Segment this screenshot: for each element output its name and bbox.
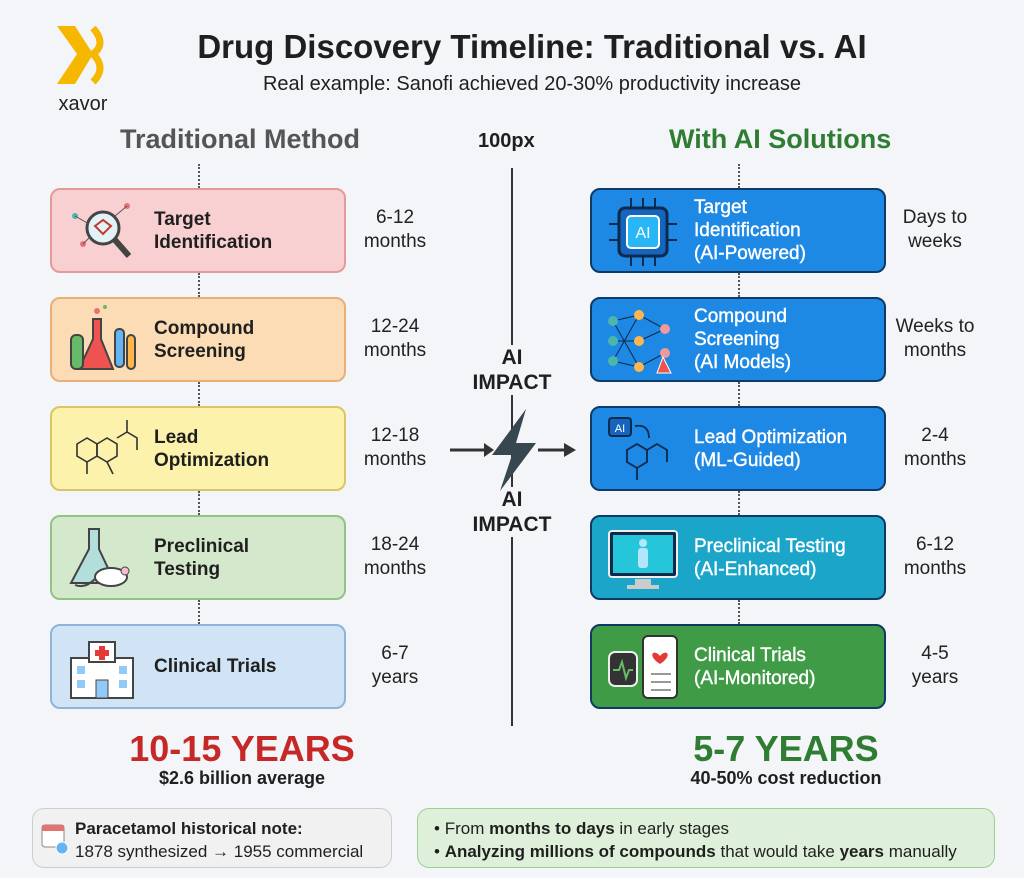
- ai-heading: With AI Solutions: [669, 124, 892, 154]
- neural-network-icon: [608, 309, 672, 373]
- chemical-structure-icon: [76, 419, 138, 474]
- connector: [738, 491, 740, 515]
- svg-text:AI: AI: [635, 225, 650, 242]
- connector: [738, 600, 740, 624]
- ai-molecule-icon: AI: [608, 416, 668, 480]
- magnifier-molecule-icon: [72, 202, 132, 258]
- stage-label: Preclinical Testing(AI-Enhanced): [694, 535, 846, 580]
- smartwatch-phone-icon: [608, 634, 678, 699]
- monitor-body-scan-icon: [608, 529, 678, 589]
- lightning-arrows-icon: [450, 409, 576, 491]
- svg-text:AI: AI: [615, 423, 625, 435]
- ai-total: 5-7 YEARS: [693, 728, 879, 769]
- stage-label: Lead Optimization(ML-Guided): [694, 426, 848, 471]
- stage-label: Lead Optimization: [154, 426, 270, 471]
- connector: [738, 164, 740, 188]
- stage-label: Compound Screening: [154, 317, 255, 362]
- history-note-text: 1878 synthesized → 1955 commercial: [75, 842, 364, 861]
- ai-impact-top: AI IMPACT: [462, 345, 562, 395]
- ai-cost: 40-50% cost reduction: [690, 768, 882, 788]
- page-title: Drug Discovery Timeline: Traditional vs.…: [197, 28, 867, 65]
- logo-name: xavor: [58, 93, 108, 115]
- page-subtitle: Real example: Sanofi achieved 20-30% pro…: [262, 73, 802, 95]
- connector: [738, 273, 740, 297]
- benefit-item: • From months to days in early stages: [434, 819, 730, 838]
- ai-chip-icon: AI: [609, 197, 677, 266]
- history-note: Paracetamol historical note: 1878 synthe…: [32, 808, 392, 868]
- connector: [198, 491, 200, 515]
- traditional-stage-target-identification: Target Identification: [50, 188, 346, 273]
- traditional-stage-compound-screening: Compound Screening: [50, 297, 346, 382]
- ai-benefits-note: • From months to days in early stages • …: [417, 808, 995, 868]
- traditional-total: 10-15 YEARS: [129, 728, 355, 769]
- history-note-title: Paracetamol historical note:: [75, 819, 303, 838]
- flask-mouse-icon: [69, 527, 130, 587]
- connector: [198, 600, 200, 624]
- stage-label: Preclinical Testing: [154, 535, 250, 580]
- traditional-stage-lead-optimization: Lead Optimization: [50, 406, 346, 491]
- ai-stage-lead-optimization-ml-guided: AI Lead Optimization(ML-Guided): [590, 406, 886, 491]
- stage-label: Clinical Trials(AI-Monitored): [694, 644, 816, 689]
- benefit-item: • Analyzing millions of compounds that w…: [434, 842, 957, 861]
- stage-label: Clinical Trials: [154, 656, 277, 677]
- traditional-heading: Traditional Method: [120, 124, 360, 154]
- connector: [198, 273, 200, 297]
- center-label: 100px: [478, 130, 535, 152]
- traditional-cost: $2.6 billion average: [158, 768, 326, 788]
- xavor-logo: xavor: [50, 24, 116, 116]
- connector: [198, 164, 200, 188]
- traditional-stage-preclinical-testing: Preclinical Testing: [50, 515, 346, 600]
- connector: [738, 382, 740, 406]
- hospital-icon: [70, 640, 134, 699]
- traditional-stage-clinical-trials: Clinical Trials: [50, 624, 346, 709]
- calendar-clock-icon: [41, 824, 69, 855]
- ai-stage-preclinical-testing-ai-enhanced: Preclinical Testing(AI-Enhanced): [590, 515, 886, 600]
- ai-impact-bottom: AI IMPACT: [462, 487, 562, 537]
- connector: [198, 382, 200, 406]
- lab-flasks-icon: [70, 304, 136, 370]
- logo-x-icon: [57, 25, 104, 85]
- stage-label: Target Identification: [154, 208, 273, 253]
- ai-stage-clinical-trials-ai-monitored: Clinical Trials(AI-Monitored): [590, 624, 886, 709]
